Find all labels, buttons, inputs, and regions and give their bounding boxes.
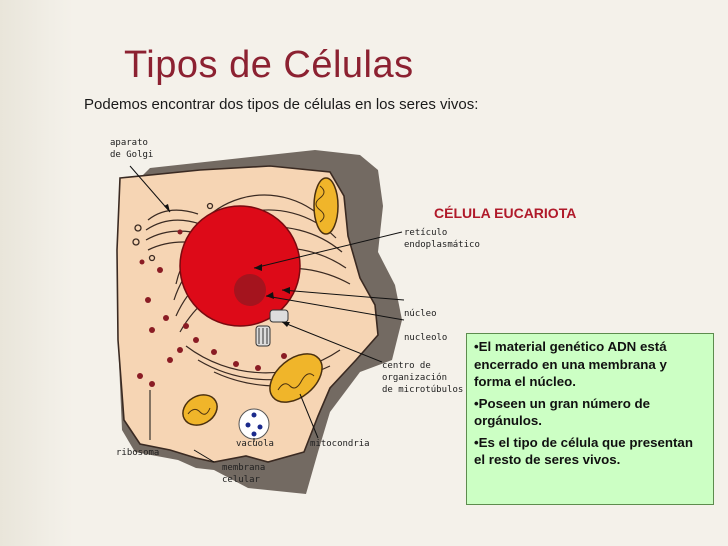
info-bullet-1: •El material genético ADN está encerrado… [474,339,667,389]
label-golgi-line2: de Golgi [110,150,153,160]
info-bullet-2: •Poseen un gran número de orgánulos. [474,395,651,429]
mitochondrion-bottom [269,353,323,403]
left-decorative-band [0,0,74,546]
label-vacuole: vacuola [236,439,274,449]
eukaryotic-cell-heading: CÉLULA EUCARIOTA [434,205,576,221]
label-er-line1: retículo [404,228,447,238]
label-nucleolus: nucleolo [404,333,447,343]
label-ribosome: ribosoma [116,448,159,458]
nucleus [179,205,301,327]
pointer-arrowheads [164,204,290,327]
vacuole [238,408,270,440]
label-centrosome-line1: centro de [382,361,431,371]
label-nucleus: núcleo [404,309,437,319]
centrosome [255,309,289,347]
mitochondrion-top [313,177,339,235]
mitochondrion-left [182,394,218,426]
label-golgi-line1: aparato [110,138,148,148]
label-membrane-line1: membrana [222,463,265,473]
ribosomes [137,229,287,387]
label-membrane-line2: celular [222,475,261,485]
label-mitochondria: mitocondria [310,439,370,449]
label-er-line2: endoplasmático [404,240,480,250]
slide-title: Tipos de Células [124,44,414,86]
label-pointer-lines [129,165,405,463]
label-centrosome-line2: organización [382,372,447,383]
label-centrosome-line3: de microtúbulos [382,385,463,395]
nucleolus [234,274,266,306]
info-box: •El material genético ADN está encerrado… [466,333,714,505]
slide-subtitle: Podemos encontrar dos tipos de células e… [84,96,479,113]
info-bullet-3: •Es el tipo de célula que presentan el r… [474,434,693,468]
